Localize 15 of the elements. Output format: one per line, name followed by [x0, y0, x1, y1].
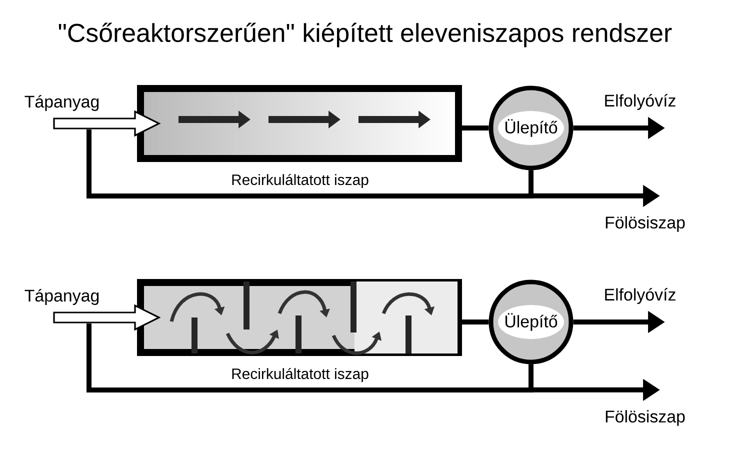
- edge-label: Recirkuláltatott iszap: [232, 368, 368, 382]
- pipe-line: [462, 320, 489, 324]
- edge-label: Recirkuláltatott iszap: [232, 174, 368, 188]
- feed-arrow: [53, 304, 161, 331]
- feed-arrow: [53, 110, 161, 137]
- pipe-line: [462, 126, 489, 130]
- stream-label: Fölösiszap: [606, 216, 685, 232]
- reactor-tank: [137, 279, 462, 356]
- stream-label: Tápanyag: [24, 95, 99, 111]
- stream-label: Fölösiszap: [606, 410, 685, 426]
- title: "Csőreaktorszerűen" kiépített eleveniszapos rendszer: [58, 22, 672, 48]
- reactor-tank: [137, 85, 462, 162]
- stream-label: Elfolyóvíz: [605, 94, 676, 110]
- stream-label: Tápanyag: [24, 289, 99, 305]
- stream-label: Elfolyóvíz: [605, 288, 676, 304]
